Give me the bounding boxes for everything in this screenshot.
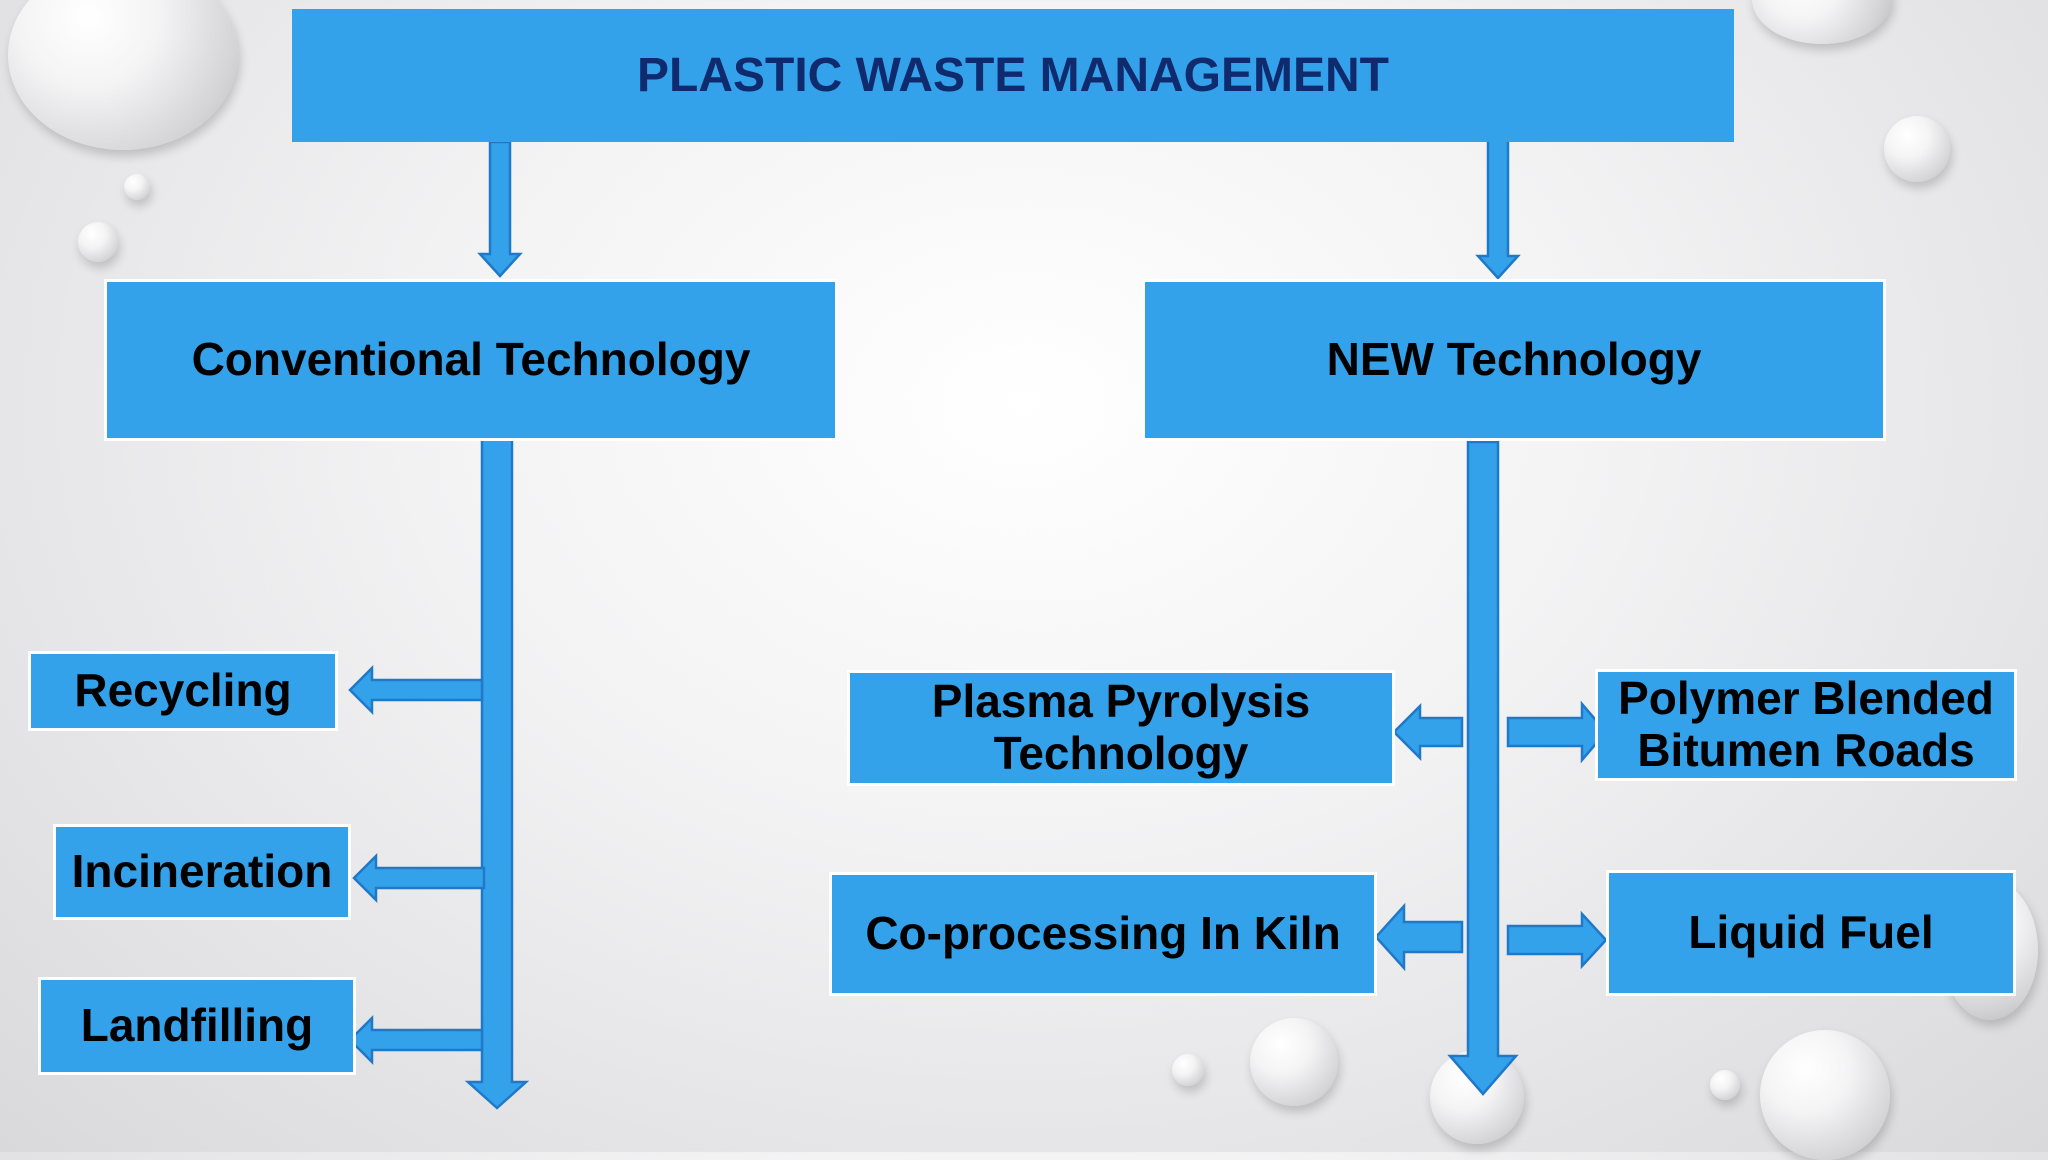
arrow-to-plasma-pyrolysis [1392,702,1464,762]
water-drop-decoration [1710,1070,1740,1100]
water-drop-decoration [1884,116,1950,182]
arrow-title-to-new [1475,134,1521,280]
node-label: Polymer Blended Bitumen Roads [1618,672,1994,776]
arrow-title-to-conventional [477,140,523,278]
node-label: Co-processing In Kiln [865,907,1341,960]
water-drop-decoration [124,174,150,200]
node-label: Conventional Technology [191,333,751,386]
node-label: NEW Technology [1326,333,1702,386]
water-drop-decoration [1172,1054,1204,1086]
water-drop-decoration [1760,1030,1890,1160]
node-recycling: Recycling [28,651,338,731]
node-plasma-pyrolysis: Plasma Pyrolysis Technology [847,670,1395,786]
arrow-to-polymer-blended [1506,700,1608,764]
node-landfilling: Landfilling [38,977,356,1075]
node-new-technology: NEW Technology [1142,279,1886,441]
node-incineration: Incineration [53,824,351,920]
diagram-title-text: PLASTIC WASTE MANAGEMENT [637,48,1389,102]
arrow-to-liquid-fuel [1506,910,1608,970]
node-label: Plasma Pyrolysis Technology [931,675,1311,779]
node-label: Liquid Fuel [1688,906,1934,959]
water-drop-decoration [8,0,238,150]
arrow-new-trunk [1447,440,1519,1096]
node-polymer-blended-bitumen-roads: Polymer Blended Bitumen Roads [1595,669,2017,781]
arrow-to-recycling [348,664,484,716]
arrow-to-co-processing [1374,902,1464,972]
node-label: Recycling [74,664,292,717]
water-drop-decoration [1250,1018,1338,1106]
arrow-to-landfilling [348,1014,484,1066]
node-co-processing-in-kiln: Co-processing In Kiln [829,872,1377,996]
node-liquid-fuel: Liquid Fuel [1606,870,2016,996]
arrow-conventional-trunk [464,424,530,1110]
node-label: Landfilling [80,999,314,1052]
node-label: Incineration [71,845,333,898]
diagram-title: PLASTIC WASTE MANAGEMENT [292,9,1734,142]
node-conventional-technology: Conventional Technology [104,279,838,441]
water-drop-decoration [78,222,118,262]
arrow-to-incineration [352,852,486,904]
